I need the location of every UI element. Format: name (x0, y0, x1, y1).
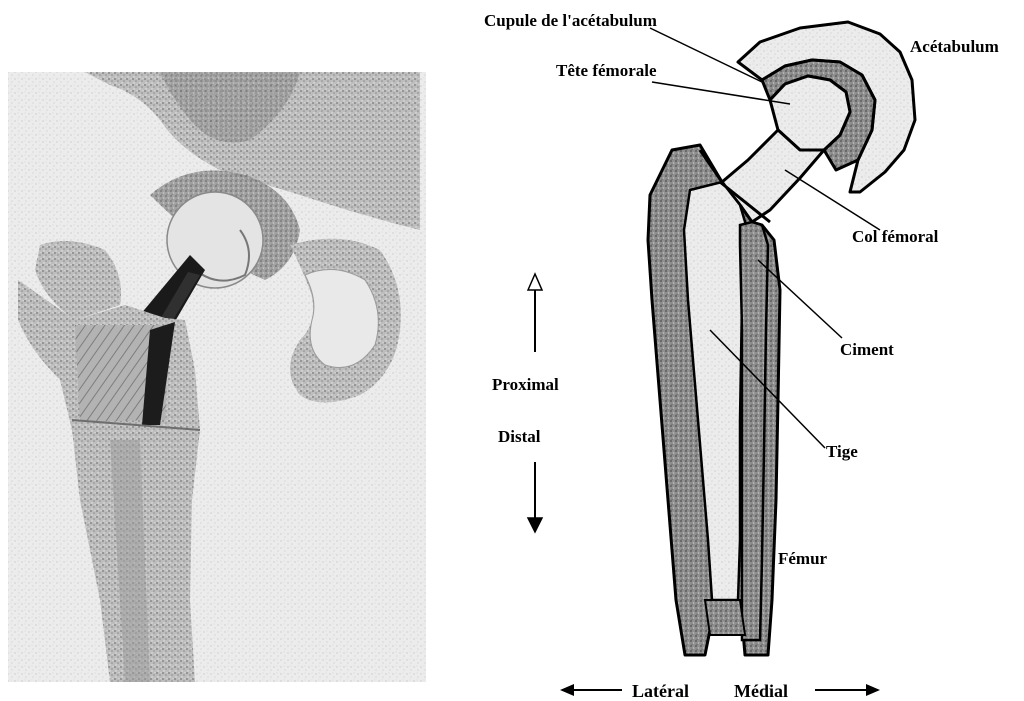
schematic-diagram: Cupule de l'acétabulum Acétabulum Tête f… (484, 11, 999, 701)
obturator-foramen (305, 270, 378, 368)
lateral-medial-arrows (560, 684, 880, 696)
label-femur: Fémur (778, 549, 828, 568)
label-ciment: Ciment (840, 340, 894, 359)
label-col: Col fémoral (852, 227, 939, 246)
label-cupule: Cupule de l'acétabulum (484, 11, 657, 30)
label-distal: Distal (498, 427, 541, 446)
label-lateral: Latéral (632, 681, 689, 701)
soft-tissue-right (195, 420, 420, 682)
hip-illustration (8, 72, 426, 682)
femur-distal-cap (705, 600, 745, 635)
label-medial: Médial (734, 681, 788, 701)
label-proximal: Proximal (492, 375, 559, 394)
proximal-distal-arrows (528, 274, 542, 532)
label-tige: Tige (826, 442, 858, 461)
label-tete: Tête fémorale (556, 61, 657, 80)
label-acetabulum: Acétabulum (910, 37, 999, 56)
